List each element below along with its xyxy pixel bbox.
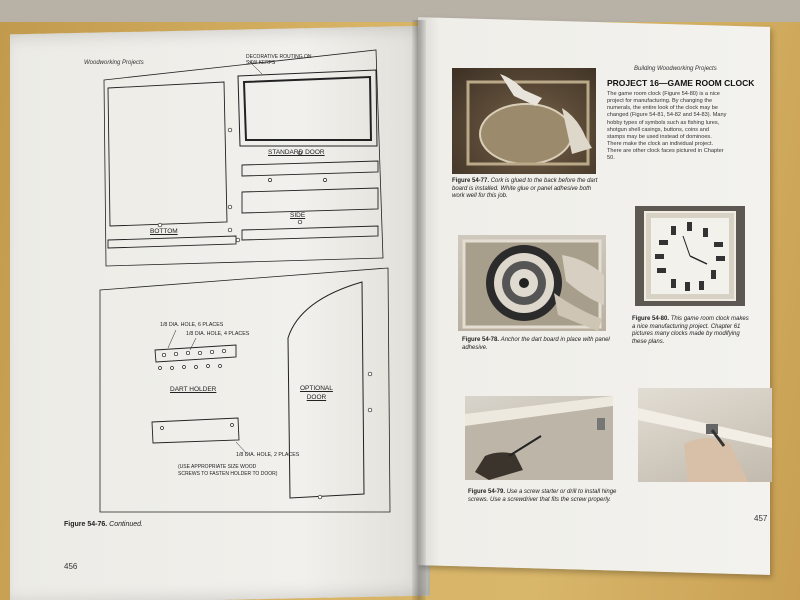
- caption-54-80-text: This game room clock makes a nice manufa…: [632, 316, 749, 345]
- label-hole-6-text: DIA. HOLE, 6 PLACES: [168, 322, 224, 328]
- project-title: PROJECT 16—GAME ROOM CLOCK: [607, 78, 755, 88]
- caption-54-79-label: Figure 54-79.: [468, 489, 506, 495]
- project-body: The game room clock (Figure 54-80) is a …: [607, 91, 727, 162]
- photo-dart-board: [458, 235, 606, 331]
- label-fraction-2: 1/8: [186, 331, 194, 337]
- label-fraction-3: 1/8: [236, 452, 244, 458]
- label-dart-holder: DART HOLDER: [170, 386, 217, 393]
- label-hole-2-text: DIA. HOLE, 2 PLACES: [244, 452, 300, 458]
- side-strip-3: [241, 225, 379, 241]
- caption-54-80-label: Figure 54-80.: [632, 316, 670, 322]
- right-running-head: Building Woodworking Projects: [634, 66, 717, 72]
- label-optional-door-1: OPTIONAL: [300, 385, 333, 392]
- clock-illustration: [644, 211, 736, 301]
- caption-54-79: Figure 54-79. Use a screw starter or dri…: [468, 489, 630, 504]
- caption-54-77-label: Figure 54-77.: [452, 178, 490, 184]
- photo-dart-board-illustration: [462, 239, 604, 331]
- upper-frame: [103, 49, 384, 267]
- right-page-number: 457: [754, 514, 768, 523]
- label-hole-4-text: DIA. HOLE, 4 PLACES: [194, 331, 250, 337]
- caption-54-78-label: Figure 54-78.: [462, 337, 500, 343]
- book-gutter: [412, 20, 426, 600]
- bottom-strip: [107, 235, 237, 249]
- label-hole-4: 1/8 DIA. HOLE, 4 PLACES: [186, 331, 249, 337]
- label-decorative-routing-2: SAW KERFS: [246, 60, 276, 66]
- label-side: SIDE: [290, 212, 306, 219]
- label-hole-6: 1/8 DIA. HOLE, 6 PLACES: [160, 322, 223, 328]
- label-screw-note: (USE APPROPRIATE SIZE WOOD SCREWS TO FAS…: [178, 464, 277, 478]
- left-caption: Figure 54-76. Continued.: [64, 521, 143, 530]
- label-decorative-routing-1: DECORATIVE ROUTING ON: [246, 54, 312, 60]
- label-bottom: BOTTOM: [150, 228, 178, 235]
- photo-game-room-clock: [635, 206, 745, 306]
- photo-hinge-screw-2-illustration: [638, 408, 772, 482]
- left-running-head: Woodworking Projects: [84, 60, 144, 66]
- dart-holder-top: [154, 344, 237, 363]
- dart-holder-side: [151, 417, 240, 444]
- lower-frame: [99, 267, 391, 513]
- photo-hinge-screw-1-illustration: [465, 396, 613, 480]
- caption-54-78-text: Anchor the dart board in place with pane…: [462, 337, 610, 351]
- dart-holder-holes: [158, 348, 227, 370]
- caption-54-77: Figure 54-77. Cork is glued to the back …: [452, 178, 600, 201]
- side-strip-2: [241, 187, 379, 214]
- label-screw-note-1: (USE APPROPRIATE SIZE WOOD: [178, 464, 257, 470]
- leader-lines: [167, 59, 263, 456]
- left-caption-label: Figure 54-76.: [64, 521, 108, 528]
- caption-54-79-text: Use a screw starter or drill to install …: [468, 489, 617, 503]
- standard-door-outline: [237, 69, 378, 147]
- label-hole-2: 1/8 DIA. HOLE, 2 PLACES: [236, 452, 299, 458]
- photo-hinge-screw-1: [465, 396, 613, 480]
- caption-54-80: Figure 54-80. This game room clock makes…: [632, 316, 750, 346]
- standard-door-routing: [242, 75, 373, 141]
- label-screw-note-2: SCREWS TO FASTEN HOLDER TO DOOR): [178, 470, 278, 477]
- label-fraction-1: 1/8: [160, 322, 168, 328]
- left-caption-text: Continued.: [109, 521, 143, 528]
- dart-holder-side-holes: [160, 423, 234, 430]
- photo-hinge-screw-2: [638, 388, 772, 482]
- photo-cork-illustration: [466, 74, 592, 166]
- door-holes: [317, 371, 373, 500]
- photo-cork-glued: [452, 68, 596, 174]
- bottom-panel: [107, 81, 228, 227]
- label-decorative-routing: DECORATIVE ROUTING ON SAW KERFS: [246, 54, 311, 66]
- caption-54-77-text: Cork is glued to the back before the dar…: [452, 178, 598, 199]
- upper-holes: [157, 127, 327, 243]
- label-optional-door-2: DOOR: [306, 394, 327, 402]
- side-strip-1: [241, 160, 379, 177]
- optional-door-outline: [287, 281, 365, 499]
- left-page-number: 456: [64, 562, 78, 571]
- label-optional-door: OPTIONAL DOOR: [300, 384, 333, 402]
- caption-54-78: Figure 54-78. Anchor the dart board in p…: [462, 337, 610, 352]
- label-standard-door: STANDARD DOOR: [268, 149, 325, 156]
